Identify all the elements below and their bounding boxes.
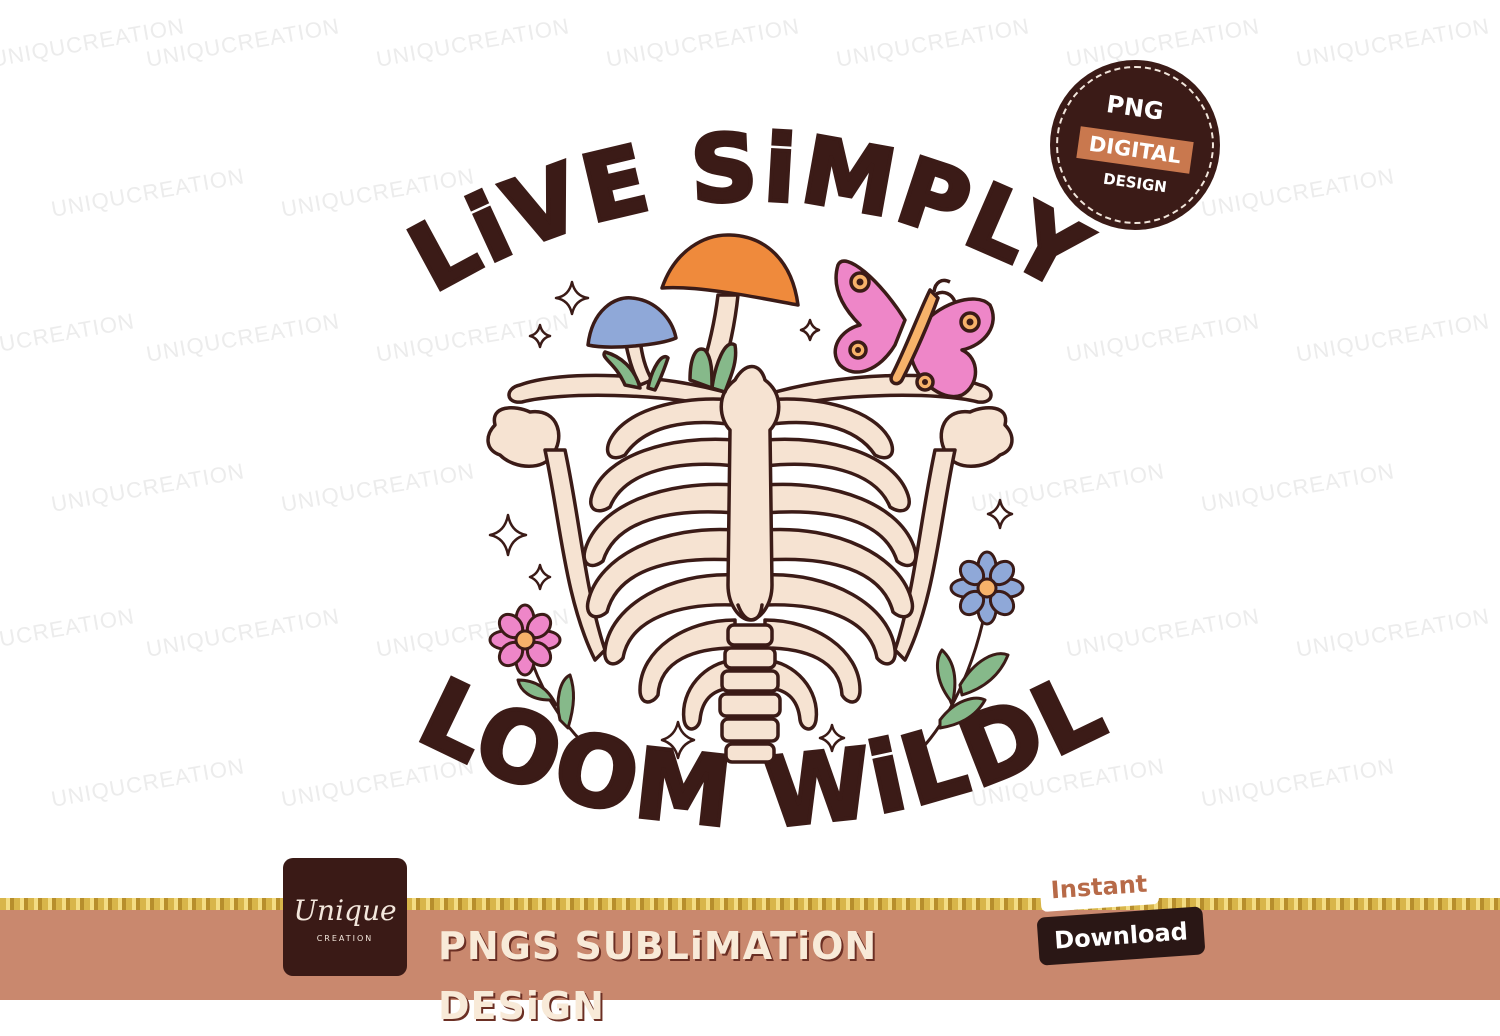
orange-mushroom-icon	[660, 233, 800, 394]
sparkle-icon	[660, 720, 696, 760]
blue-flower-icon	[923, 550, 1025, 746]
png-digital-design-badge: PNG DIGITAL DESIGN	[1050, 60, 1220, 230]
sparkle-icon	[799, 318, 821, 342]
pink-flower-icon	[488, 603, 587, 747]
instant-label: Instant	[1038, 861, 1160, 913]
skeleton-ribcage-icon	[486, 364, 1014, 764]
blue-mushroom-icon	[586, 296, 678, 392]
logo-script-text: Unique	[293, 894, 397, 927]
brand-logo: Unique CREATION	[283, 858, 407, 976]
sparkle-icon	[528, 323, 552, 349]
footer-title: PNGS SUBLiMATiON DESiGN	[438, 924, 878, 1028]
sparkle-icon	[528, 563, 552, 591]
sparkle-icon	[818, 723, 846, 753]
butterfly-icon	[833, 259, 995, 399]
headline-artwork: LiVE SiMPLY BLOOM WiLDLY	[0, 0, 1116, 852]
logo-subtext: CREATION	[316, 934, 374, 943]
sparkle-icon	[488, 513, 528, 557]
footer-bar	[0, 903, 1500, 1000]
badge-dashed-ring	[1056, 66, 1214, 224]
sparkle-icon	[986, 498, 1014, 530]
sparkle-icon	[554, 280, 590, 316]
gold-glitter-strip	[0, 898, 1500, 910]
